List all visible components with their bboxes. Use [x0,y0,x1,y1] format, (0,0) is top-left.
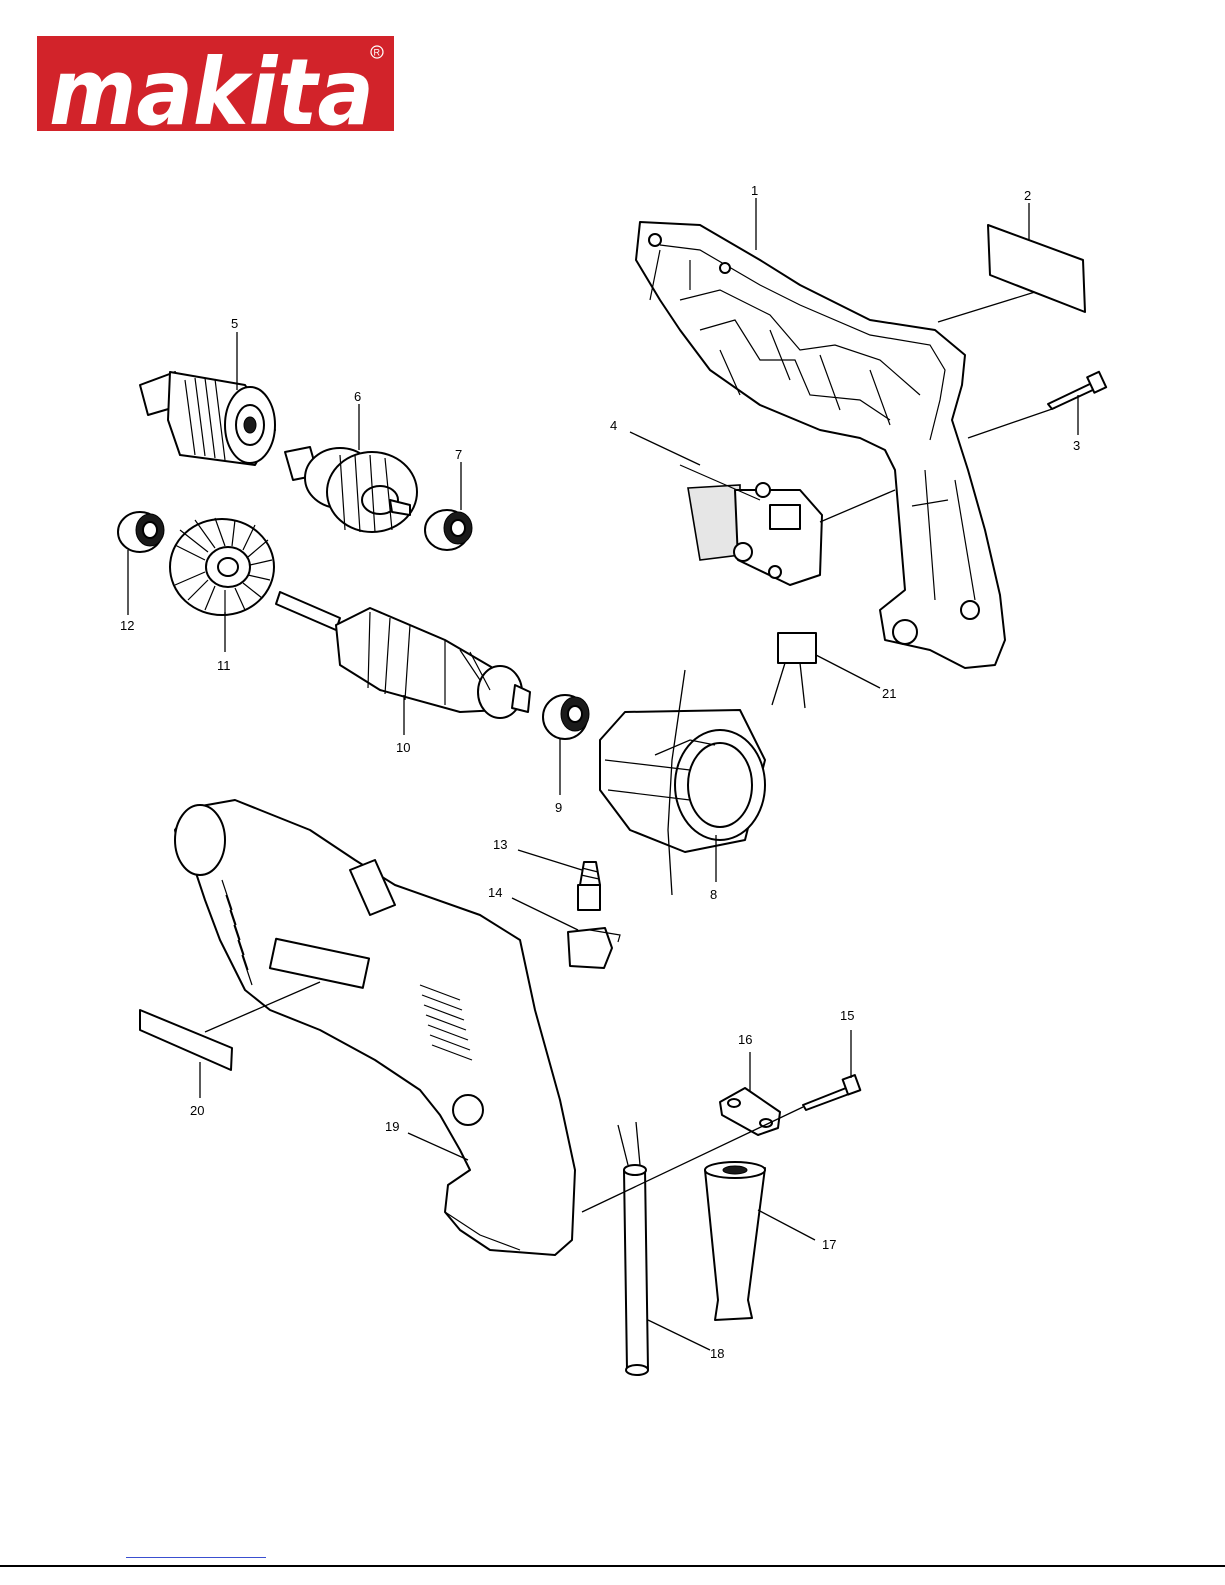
part-21-capacitor [772,633,816,708]
callout-9: 9 [555,800,562,815]
callout-20: 20 [190,1103,204,1118]
callout-7: 7 [455,447,462,462]
part-9-bearing [543,695,589,739]
callout-21: 21 [882,686,896,701]
callout-13: 13 [493,837,507,852]
part-10-armature [276,592,530,718]
callout-19: 19 [385,1119,399,1134]
part-5-drill-chuck [140,372,275,465]
callout-4: 4 [610,418,617,433]
part-16-strain-relief [720,1088,780,1135]
callout-10: 10 [396,740,410,755]
part-19-housing [175,800,575,1255]
footer-link-underline[interactable] [126,1557,266,1558]
callout-11: 11 [217,658,231,673]
part-7-bearing [425,510,472,550]
callout-15: 15 [840,1008,854,1023]
part-17-cord-guard [705,1162,765,1320]
callout-3: 3 [1073,438,1080,453]
callout-5: 5 [231,316,238,331]
part-12-bearing [118,512,164,552]
part-14-brush-holder [568,928,620,968]
callout-2: 2 [1024,188,1031,203]
callout-18: 18 [710,1346,724,1361]
part-3-screw [1048,372,1106,409]
callout-8: 8 [710,887,717,902]
callout-16: 16 [738,1032,752,1047]
part-2-label-plate [988,225,1085,312]
part-6-spindle-gear [285,447,417,532]
callout-6: 6 [354,389,361,404]
part-11-fan [170,518,274,615]
callout-12: 12 [120,618,134,633]
part-1-housing [636,222,1005,668]
part-18-cord [618,1122,648,1375]
footer-rule [0,1565,1225,1567]
callout-1: 1 [751,183,758,198]
callout-14: 14 [488,885,502,900]
part-15-screw [803,1075,860,1110]
part-4-switch [680,465,822,585]
part-8-field [600,670,765,895]
callout-17: 17 [822,1237,836,1252]
part-20-label-plate [140,1010,232,1070]
